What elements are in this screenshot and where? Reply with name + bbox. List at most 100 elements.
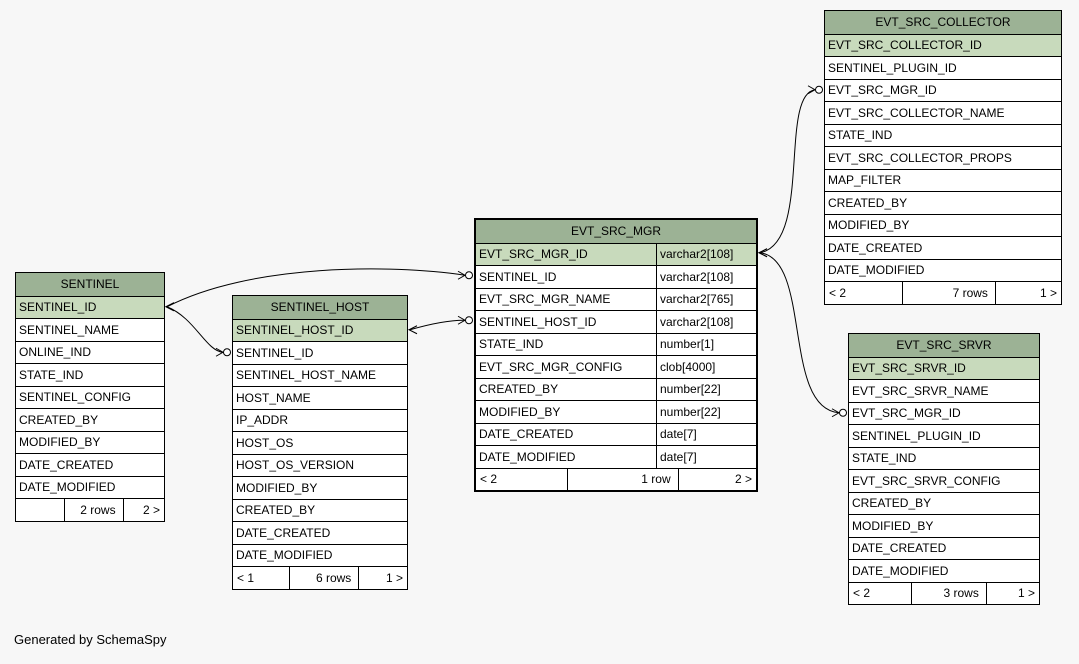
column-type: varchar2[765] xyxy=(656,288,756,310)
column-type: clob[4000] xyxy=(656,356,756,378)
table-title-evt_src_srvr[interactable]: EVT_SRC_SRVR xyxy=(849,334,1039,357)
column-name: DATE_MODIFIED xyxy=(828,263,925,278)
table-title-sentinel[interactable]: SENTINEL xyxy=(16,273,164,296)
fk-dot-icon xyxy=(815,85,823,94)
column-name: STATE_IND xyxy=(19,367,84,382)
column-row-created_by: CREATED_BY xyxy=(849,491,1039,514)
column-row-state_ind: STATE_IND xyxy=(825,123,1061,146)
column-name: ONLINE_IND xyxy=(19,345,92,360)
column-name: MODIFIED_BY xyxy=(479,404,561,419)
column-name: SENTINEL_HOST_ID xyxy=(236,323,354,338)
column-row-evt_src_collector_id: EVT_SRC_COLLECTOR_ID xyxy=(825,33,1061,56)
column-row-modified_by: MODIFIED_BY xyxy=(233,476,407,499)
footer-children-count: 2 > xyxy=(122,499,164,521)
fk-dot-icon xyxy=(839,408,847,417)
column-name: DATE_CREATED xyxy=(236,525,331,540)
column-row-sentinel_name: SENTINEL_NAME xyxy=(16,318,164,341)
column-name: DATE_MODIFIED xyxy=(19,480,116,495)
fk-dot-icon xyxy=(465,271,473,280)
relation-line xyxy=(409,319,466,331)
column-row-modified_by: MODIFIED_BY xyxy=(16,430,164,453)
column-row-date_modified: DATE_MODIFIED xyxy=(16,475,164,498)
column-row-evt_src_mgr_id: EVT_SRC_MGR_ID xyxy=(825,78,1061,101)
column-row-date_modified: DATE_MODIFIED xyxy=(825,258,1061,281)
column-name: SENTINEL_HOST_ID xyxy=(479,314,597,329)
pk-arrow-icon xyxy=(164,302,175,312)
fk-dot-icon xyxy=(223,348,231,357)
footer-parents-count: < 2 xyxy=(825,282,903,304)
footer-children-count: 2 > xyxy=(677,468,756,490)
column-type: number[22] xyxy=(656,401,756,423)
column-name: STATE_IND xyxy=(479,337,544,352)
table-title-evt_src_mgr[interactable]: EVT_SRC_MGR xyxy=(476,220,756,243)
footer-parents-count: < 2 xyxy=(849,582,912,604)
column-name: SENTINEL_PLUGIN_ID xyxy=(852,428,981,443)
column-row-sentinel_host_id: SENTINEL_HOST_ID xyxy=(233,318,407,341)
column-name: EVT_SRC_MGR_ID xyxy=(852,406,961,421)
column-name: HOST_NAME xyxy=(236,390,311,405)
footer-row-count: 1 row xyxy=(641,472,671,487)
column-name: EVT_SRC_MGR_ID xyxy=(479,247,588,262)
column-name: SENTINEL_ID xyxy=(236,345,314,360)
footer-children-count: 1 > xyxy=(994,282,1061,304)
column-name: DATE_MODIFIED xyxy=(852,563,949,578)
column-name: CREATED_BY xyxy=(828,195,908,210)
column-row-sentinel_id: SENTINEL_ID xyxy=(233,341,407,364)
footer-row-count: 3 rows xyxy=(943,586,979,601)
column-row-date_modified: DATE_MODIFIED xyxy=(849,559,1039,582)
column-row-modified_by: MODIFIED_BY xyxy=(825,213,1061,236)
column-row-evt_src_mgr_id: EVT_SRC_MGR_ID xyxy=(849,401,1039,424)
fk-dot-icon xyxy=(465,316,473,325)
column-name: EVT_SRC_COLLECTOR_PROPS xyxy=(828,150,1012,165)
column-type: varchar2[108] xyxy=(656,243,756,265)
column-row-sentinel_id: SENTINEL_ID varchar2[108] xyxy=(476,265,756,288)
footer-row-count: 7 rows xyxy=(952,285,988,300)
column-name: DATE_CREATED xyxy=(852,541,947,556)
table-evt_src_srvr[interactable]: EVT_SRC_SRVR EVT_SRC_SRVR_ID EVT_SRC_SRVR_… xyxy=(848,333,1040,605)
column-row-online_ind: ONLINE_IND xyxy=(16,340,164,363)
column-name: SENTINEL_NAME xyxy=(19,322,120,337)
column-name: SENTINEL_HOST_NAME xyxy=(236,368,377,383)
table-sentinel_host[interactable]: SENTINEL_HOST SENTINEL_HOST_ID SENTINEL_ID… xyxy=(232,295,408,590)
column-name: DATE_CREATED xyxy=(19,457,114,472)
column-row-sentinel_host_name: SENTINEL_HOST_NAME xyxy=(233,363,407,386)
column-name: EVT_SRC_COLLECTOR_ID xyxy=(828,38,982,53)
column-name: MODIFIED_BY xyxy=(828,218,910,233)
column-type: date[7] xyxy=(656,423,756,445)
column-row-evt_src_srvr_config: EVT_SRC_SRVR_CONFIG xyxy=(849,469,1039,492)
table-evt_src_collector[interactable]: EVT_SRC_COLLECTOR EVT_SRC_COLLECTOR_ID SEN… xyxy=(824,10,1062,305)
column-name: MODIFIED_BY xyxy=(236,480,318,495)
column-type: number[22] xyxy=(656,378,756,400)
column-row-created_by: CREATED_BY number[22] xyxy=(476,377,756,400)
column-row-date_modified: DATE_MODIFIED xyxy=(233,543,407,566)
column-name: EVT_SRC_SRVR_ID xyxy=(852,361,966,376)
table-title-evt_src_collector[interactable]: EVT_SRC_COLLECTOR xyxy=(825,11,1061,34)
relation-line xyxy=(759,252,840,414)
column-name: SENTINEL_ID xyxy=(479,269,557,284)
column-name: HOST_OS_VERSION xyxy=(236,458,355,473)
column-name: SENTINEL_PLUGIN_ID xyxy=(828,60,957,75)
generated-by-caption: Generated by SchemaSpy xyxy=(14,632,167,647)
column-name: DATE_MODIFIED xyxy=(479,449,576,464)
column-row-date_created: DATE_CREATED xyxy=(825,236,1061,259)
column-name: CREATED_BY xyxy=(479,382,559,397)
column-name: EVT_SRC_SRVR_NAME xyxy=(852,383,989,398)
footer-row-count: 6 rows xyxy=(315,570,352,585)
column-row-created_by: CREATED_BY xyxy=(233,498,407,521)
column-name: SENTINEL_CONFIG xyxy=(19,390,132,405)
column-name: MAP_FILTER xyxy=(828,173,902,188)
column-type: varchar2[108] xyxy=(656,266,756,288)
table-title-sentinel_host[interactable]: SENTINEL_HOST xyxy=(233,296,407,319)
column-name: MODIFIED_BY xyxy=(852,518,934,533)
column-row-date_created: DATE_CREATED xyxy=(233,521,407,544)
